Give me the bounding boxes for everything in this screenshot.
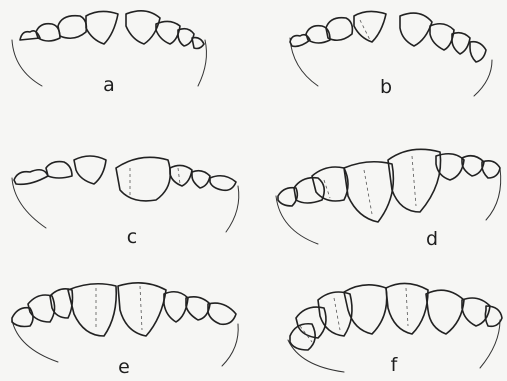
label-e: e: [114, 356, 134, 378]
label-f: f: [384, 354, 404, 376]
label-d: d: [422, 228, 442, 250]
label-b: b: [376, 76, 396, 98]
label-c: c: [122, 226, 142, 248]
label-a: a: [99, 74, 119, 96]
arch-drawing-e: [12, 283, 238, 366]
arch-drawing-d: [276, 149, 501, 244]
arch-drawing-c: [12, 156, 239, 232]
